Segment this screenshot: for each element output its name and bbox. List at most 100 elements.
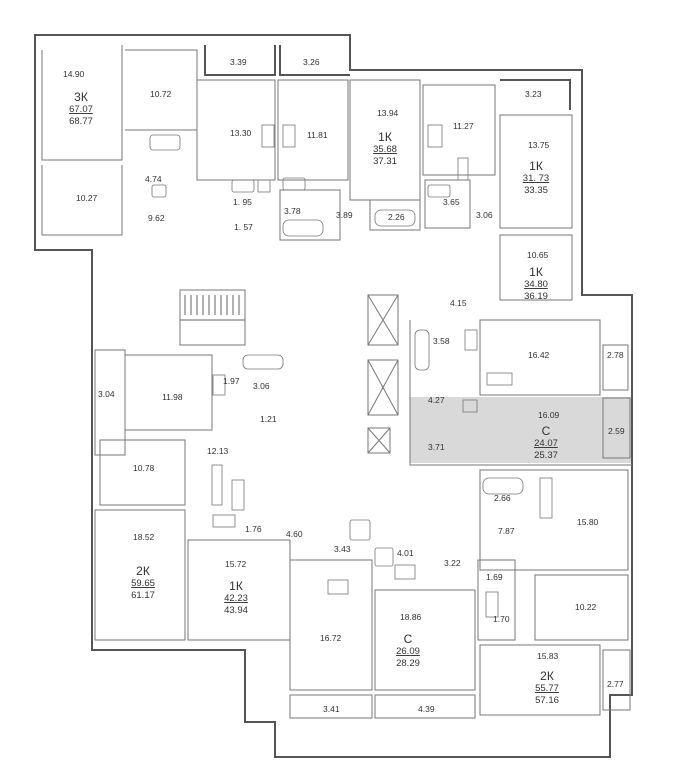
room-area: 15.72 xyxy=(225,559,247,569)
apartment-area-with-balcony: 43.94 xyxy=(224,605,248,616)
fixtures xyxy=(149,124,553,618)
room-area: 14.90 xyxy=(63,69,85,79)
apartment-type: 1К xyxy=(378,130,392,144)
room-area: 4.60 xyxy=(286,529,303,539)
apartment-type: 1К xyxy=(229,579,243,593)
room-area: 1.97 xyxy=(223,376,240,386)
room-area: 3.06 xyxy=(253,381,270,391)
room-area: 13.94 xyxy=(377,108,399,118)
room-area: 10.65 xyxy=(527,250,549,260)
apartment-type: 2К xyxy=(540,669,554,683)
room-area: 3.71 xyxy=(428,442,445,452)
room-area: 3.23 xyxy=(525,89,542,99)
apartment-total-area: 42.23 xyxy=(224,593,248,604)
apartment-area-with-balcony: 57.16 xyxy=(535,695,559,706)
room-area: 3.58 xyxy=(433,336,450,346)
apartment-area-with-balcony: 28.29 xyxy=(396,658,420,669)
room-area: 1.76 xyxy=(245,524,262,534)
room-area: 2.26 xyxy=(388,212,405,222)
room-area: 2.77 xyxy=(607,679,624,689)
room-area: 1.70 xyxy=(493,614,510,624)
room-area: 10.78 xyxy=(133,463,155,473)
room-area: 3.43 xyxy=(334,544,351,554)
room-area: 3.41 xyxy=(323,704,340,714)
room-area: 1.69 xyxy=(486,572,503,582)
apartment-label[interactable]: 1К 35.68 37.31 xyxy=(373,130,397,167)
room-area: 18.52 xyxy=(133,532,155,542)
apartment-total-area: 31. 73 xyxy=(523,173,549,184)
apartment-label[interactable]: 2К 59.65 61.17 xyxy=(131,564,155,601)
apartment-total-area: 67.07 xyxy=(69,104,93,115)
room-area: 3.78 xyxy=(284,206,301,216)
room-area: 2.59 xyxy=(608,426,625,436)
room-area: 3.26 xyxy=(303,57,320,67)
room-area: 3.04 xyxy=(98,389,115,399)
apartment-label[interactable]: 1К 34.80 36.19 xyxy=(524,265,548,302)
room-area: 2.66 xyxy=(494,493,511,503)
room-area: 1.21 xyxy=(260,414,277,424)
room-area: 3.89 xyxy=(336,210,353,220)
room-area: 13.75 xyxy=(528,140,550,150)
interior-walls xyxy=(41,45,632,719)
room-area: 3.06 xyxy=(476,210,493,220)
room-area: 7.87 xyxy=(498,526,515,536)
apartment-total-area: 55.77 xyxy=(535,683,559,694)
apartment-label[interactable]: С 26.09 28.29 xyxy=(396,632,420,669)
room-area: 11.81 xyxy=(307,130,328,140)
room-area: 10.27 xyxy=(76,193,98,203)
room-area: 4.39 xyxy=(418,704,435,714)
room-area: 11.98 xyxy=(162,392,183,402)
apartment-label[interactable]: 1К 31. 73 33.35 xyxy=(523,159,549,196)
room-area: 4.15 xyxy=(450,298,467,308)
apartment-area-with-balcony: 33.35 xyxy=(524,185,548,196)
apartment-type: 3К xyxy=(74,90,88,104)
room-area: 10.72 xyxy=(150,89,172,99)
room-area: 1. 95 xyxy=(233,197,252,207)
room-area: 13.30 xyxy=(230,128,252,138)
apartment-total-area: 35.68 xyxy=(373,144,397,155)
apartment-area-with-balcony: 25.37 xyxy=(534,450,558,461)
room-area: 1. 57 xyxy=(234,222,253,232)
room-area: 3.65 xyxy=(443,197,460,207)
room-area: 16.72 xyxy=(320,633,342,643)
room-area: 11.27 xyxy=(453,121,474,131)
apartment-label[interactable]: С 24.07 25.37 xyxy=(534,424,558,461)
apartment-total-area: 26.09 xyxy=(396,646,420,657)
apartment-labels: 3К 67.07 68.77 1К 35.68 37.31 1К 31. 73 … xyxy=(69,90,559,706)
elevator-shafts xyxy=(367,294,399,454)
apartment-label[interactable]: 2К 55.77 57.16 xyxy=(535,669,559,706)
apartment-type: С xyxy=(404,632,413,646)
room-area: 4.74 xyxy=(145,174,162,184)
room-area: 18.86 xyxy=(400,612,422,622)
apartment-area-with-balcony: 37.31 xyxy=(373,156,397,167)
room-area: 12.13 xyxy=(207,446,229,456)
room-area: 4.27 xyxy=(428,395,445,405)
room-area: 9.62 xyxy=(148,213,165,223)
room-area: 3.22 xyxy=(444,558,461,568)
room-area: 16.09 xyxy=(538,410,560,420)
apartment-area-with-balcony: 61.17 xyxy=(131,590,155,601)
apartment-area-with-balcony: 68.77 xyxy=(69,116,93,127)
apartment-total-area: 24.07 xyxy=(534,438,558,449)
outer-walls xyxy=(34,34,633,758)
apartment-type: С xyxy=(542,424,551,438)
apartment-type: 1К xyxy=(529,159,543,173)
room-area: 16.42 xyxy=(528,350,550,360)
staircase xyxy=(179,289,246,346)
apartment-area-with-balcony: 36.19 xyxy=(524,291,548,302)
apartment-total-area: 59.65 xyxy=(131,578,155,589)
room-area-labels: 14.90 10.72 3.39 3.26 3.23 13.30 11.81 1… xyxy=(63,57,625,714)
room-area: 4.01 xyxy=(397,548,414,558)
highlighted-apartment[interactable] xyxy=(410,397,632,463)
room-area: 2.78 xyxy=(607,350,624,360)
apartment-type: 2К xyxy=(136,564,150,578)
apartment-type: 1К xyxy=(529,265,543,279)
apartment-label[interactable]: 1К 42.23 43.94 xyxy=(224,579,248,616)
room-area: 15.80 xyxy=(577,517,599,527)
room-area: 15.83 xyxy=(537,651,559,661)
room-area: 10.22 xyxy=(575,602,597,612)
apartment-label[interactable]: 3К 67.07 68.77 xyxy=(69,90,93,127)
room-area: 3.39 xyxy=(230,57,247,67)
apartment-total-area: 34.80 xyxy=(524,279,548,290)
